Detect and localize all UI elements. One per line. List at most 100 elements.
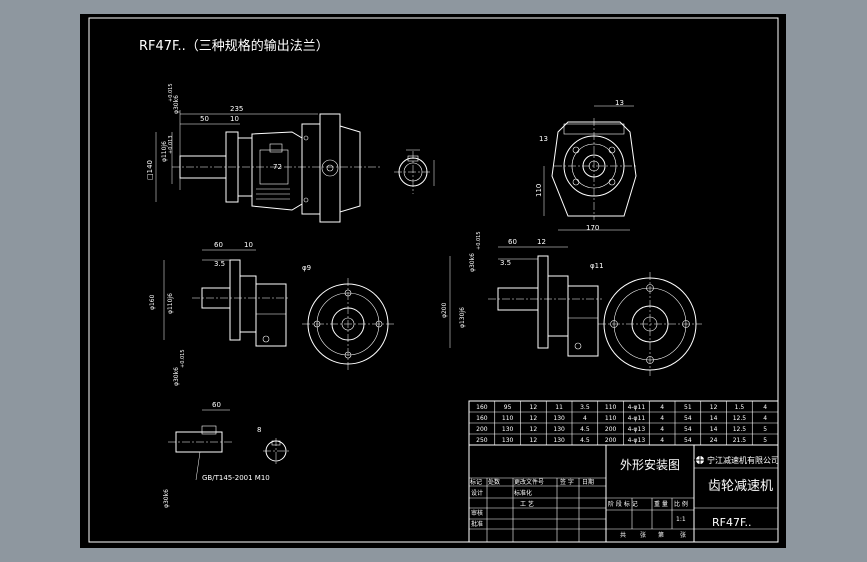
spec-cell: 200 [605,426,617,433]
dim-key-1: 8 [257,426,261,434]
dim-fb-3: φ200 [441,302,448,318]
field-approve: 批准 [471,520,483,528]
drawing-sheet: RF47F..（三种规格的输出法兰） 235 50 10 72 □ [80,14,786,548]
field-signature: 签 字 [560,478,574,486]
spec-cell: 160 [476,415,488,422]
spec-cell: 21.5 [733,437,747,444]
field-design: 设计 [471,489,483,497]
spec-cell: 110 [605,415,617,422]
svg-text:+0.013: +0.013 [168,135,174,154]
model-number: RF47F.. [712,516,752,529]
spec-cell: 12.5 [733,415,747,422]
spec-cell: 54 [684,415,692,422]
field-weight: 重 量 [654,500,668,508]
field-process: 工 艺 [520,500,534,508]
dim-side-3: 13 [539,135,548,143]
spec-cell: 160 [476,404,488,411]
field-total: 共 [620,531,626,539]
dim-main-1: 50 [200,115,209,123]
spec-cell: 4 [763,404,767,411]
spec-cell: 5 [763,437,767,444]
dim-fb-1: 12 [537,238,546,246]
key-detail-view: 60 8 GB/T145-2001 M10 φ30k6 [163,401,289,508]
spec-cell: 12.5 [733,426,747,433]
spec-cell: 24 [710,437,718,444]
spec-cell: 4 [763,415,767,422]
spec-cell: 130 [553,415,565,422]
spec-cell: 95 [504,404,512,411]
spec-cell: 4-φ11 [628,415,646,422]
field-scale: 比 例 [674,500,688,508]
company-logo [694,454,706,466]
dim-fb-2: 3.5 [500,259,511,267]
shaft-section-view [394,149,435,194]
spec-cell: 12 [530,415,538,422]
dim-side-0: 170 [586,224,599,232]
dim-fa-1: 10 [244,241,253,249]
spec-cell: 12 [710,404,718,411]
spec-cell: 12 [530,404,538,411]
spec-cell: 200 [476,426,488,433]
product-name: 齿轮减速机 [708,479,773,494]
spec-cell: 3.5 [580,404,590,411]
dim-fb-4: φ11 [590,262,604,270]
field-sheet-unit: 张 [680,531,686,539]
main-view: 235 50 10 72 □140 φ30k6 +0.015 φ110j6 +0… [146,83,380,223]
tol-key: φ30k6 [163,489,170,508]
drawing-canvas: RF47F..（三种规格的输出法兰） 235 50 10 72 □ [88,17,779,543]
spec-cell: 12 [530,426,538,433]
spec-cell: 4-φ11 [628,404,646,411]
dim-key-0: 60 [212,401,221,409]
flange-b-view: 60 12 3.5 φ200 φ30k6 +0.015 φ130j6 φ11 [441,231,702,376]
spec-cell: 200 [605,437,617,444]
field-mark: 标记 [470,478,482,486]
field-count: 处数 [488,478,500,486]
dim-main-2: 10 [230,115,239,123]
tol-fb-b: φ130j6 [459,307,466,328]
dim-fa-0: 60 [214,241,223,249]
dim-main-0: 235 [230,105,243,113]
spec-cell: 4 [583,415,587,422]
dim-main-4: □140 [146,160,154,180]
spec-cell: 12 [530,437,538,444]
spec-cell: 4-φ13 [628,426,646,433]
tol-main-shaft: φ30k6 [173,95,180,114]
dim-main-3: 72 [273,163,282,171]
field-stage-mark: 阶 段 标 记 [608,500,638,508]
company-name: 宁江减速机有限公司 [707,455,779,465]
spec-cell: 130 [553,426,565,433]
spec-cell: 110 [605,404,617,411]
spec-cell: 130 [553,437,565,444]
spec-cell: 1.5 [735,404,745,411]
field-check: 审核 [471,509,483,517]
svg-text:+0.015: +0.015 [180,349,186,368]
field-standardization: 标准化 [514,489,532,497]
spec-cell: 250 [476,437,488,444]
spec-cell: 11 [555,404,563,411]
tol-main-flange: φ110j6 [161,141,168,162]
dim-fa-2: 3.5 [214,260,225,268]
scale-value: 1:1 [676,516,686,523]
field-sheet-no: 第 [658,531,664,539]
dim-fa-4: φ9 [302,264,311,272]
spec-cell: 4 [660,437,664,444]
spec-cell: 130 [502,426,514,433]
dim-side-1: 110 [535,184,543,197]
spec-cell: 4 [660,426,664,433]
spec-cell: 110 [502,415,514,422]
dim-fa-3: φ160 [149,294,156,310]
spec-cell: 4.5 [580,437,590,444]
drawing-name: 外形安装图 [620,457,680,472]
svg-text:+0.015: +0.015 [168,83,174,102]
field-sheets: 张 [640,531,646,539]
spec-cell: 14 [710,426,718,433]
spec-cell: 54 [684,426,692,433]
spec-cell: 14 [710,415,718,422]
spec-cell: 5 [763,426,767,433]
dim-fb-0: 60 [508,238,517,246]
field-revision: 更改文件号 [514,478,544,486]
key-note: GB/T145-2001 M10 [202,474,270,482]
side-view: 170 110 13 13 [535,99,637,232]
